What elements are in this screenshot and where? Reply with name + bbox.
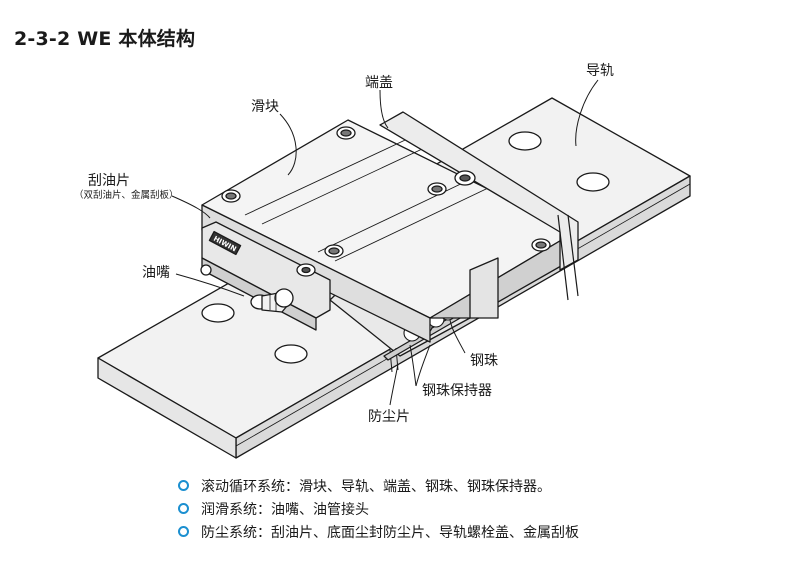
legend-item: 滚动循环系统：滑块、导轨、端盖、钢珠、钢珠保持器。: [178, 474, 579, 497]
front-end-plate: HIWIN: [200, 221, 331, 331]
legend-text: 润滑系统：油嘴、油管接头: [201, 501, 369, 518]
grease-nipple: [250, 288, 294, 313]
rail-bolt-hole: [274, 344, 308, 364]
linear-guide-diagram: HIWIN: [97, 79, 691, 459]
scraper-label: 刮油片: [88, 173, 130, 189]
block-bolt-holes: [221, 126, 551, 258]
legend-item: 防尘系统：刮油片、底面尘封防尘片、导轨螺栓盖、金属刮板: [178, 520, 579, 543]
dust-seal-label: 防尘片: [368, 409, 410, 425]
bullet-icon: [178, 526, 189, 537]
rail-label: 导轨: [586, 63, 614, 79]
slider-label: 滑块: [251, 99, 279, 115]
steel-ball-label: 钢珠: [470, 353, 498, 369]
grease-nipple-label: 油嘴: [142, 265, 170, 281]
end-cap: [379, 111, 579, 301]
end-cap-label: 端盖: [365, 75, 393, 91]
brand-plate: [208, 230, 242, 256]
legend-text: 防尘系统：刮油片、底面尘封防尘片、导轨螺栓盖、金属刮板: [201, 524, 579, 541]
rail-bolt-hole: [576, 172, 610, 192]
rail-bolt-hole: [508, 131, 542, 151]
page-title: 2-3-2 WE 本体结构: [14, 28, 196, 50]
legend-text: 滚动循环系统：滑块、导轨、端盖、钢珠、钢珠保持器。: [201, 478, 551, 495]
bullet-icon: [178, 503, 189, 514]
scraper-note-label: （双刮油片、金属刮板）: [74, 190, 179, 201]
legend-item: 润滑系统：油嘴、油管接头: [178, 497, 579, 520]
ball-retainer-label: 钢珠保持器: [422, 383, 492, 399]
leader-lines: [171, 79, 599, 406]
bullet-icon: [178, 480, 189, 491]
legend: 滚动循环系统：滑块、导轨、端盖、钢珠、钢珠保持器。 润滑系统：油嘴、油管接头 防…: [178, 474, 579, 543]
rail-bolt-hole: [201, 303, 235, 323]
front-screw: [200, 264, 212, 276]
